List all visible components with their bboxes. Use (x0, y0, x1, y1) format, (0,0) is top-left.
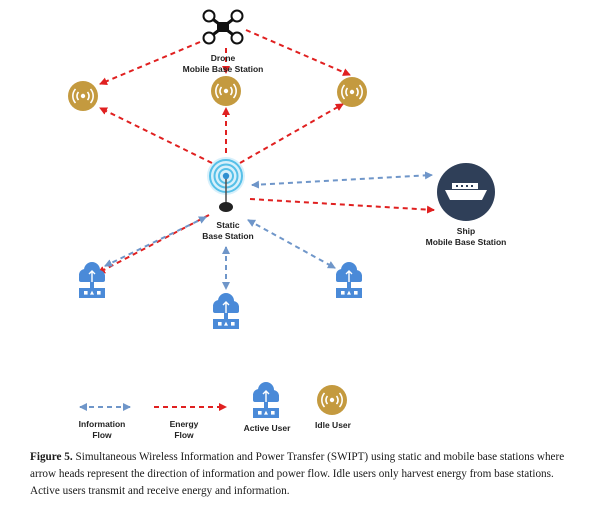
energy-arrow-static-to-left-idle (99, 107, 213, 164)
ship-icon (437, 163, 495, 221)
legend-active-user-label: Active User (244, 423, 291, 433)
ship-label-line1: Ship (457, 226, 475, 236)
idle-user-icon (67, 80, 99, 112)
legend-information-line1: Information (79, 419, 126, 429)
info-arrow-static-right-active (247, 219, 336, 269)
figure-caption-text: Simultaneous Wireless Information and Po… (30, 451, 565, 497)
energy-arrow-drone-to-right-idle (245, 29, 351, 76)
energy-arrow-static-to-ship (249, 198, 435, 214)
energy-arrows (97, 29, 435, 274)
legend-idle-user-label: Idle User (315, 420, 352, 430)
legend-information-line2: Flow (92, 430, 112, 440)
energy-arrow-drone-to-left-idle (99, 41, 201, 85)
drone-icon (202, 9, 244, 45)
info-arrow-static-left-active (104, 216, 207, 267)
static-base-station-icon (207, 157, 245, 212)
legend-energy-line1: Energy (170, 419, 199, 429)
info-arrow-static-ship (251, 171, 433, 189)
figure-caption: Figure 5. Simultaneous Wireless Informat… (30, 449, 575, 500)
static-bs-label-line2: Base Station (202, 231, 254, 241)
idle-user-icon (210, 75, 242, 107)
legend-idle-user-icon (316, 384, 348, 416)
legend-active-user-icon (252, 381, 280, 419)
active-user-icon (335, 261, 363, 299)
idle-user-icon (336, 76, 368, 108)
energy-arrow-static-to-right-idle (239, 103, 344, 164)
energy-arrow-static-to-left-active (97, 214, 210, 274)
ship-label-line2: Mobile Base Station (426, 237, 507, 247)
active-user-icon (212, 292, 240, 330)
information-arrows (104, 171, 433, 290)
figure-caption-prefix: Figure 5. (30, 451, 73, 463)
drone-label-line2: Mobile Base Station (183, 64, 264, 74)
active-user-icon (78, 261, 106, 299)
legend-energy-line2: Flow (174, 430, 194, 440)
legend: Information Flow Energy Flow Active User… (79, 381, 352, 440)
static-bs-label-line1: Static (216, 220, 239, 230)
drone-label-line1: Drone (211, 53, 236, 63)
